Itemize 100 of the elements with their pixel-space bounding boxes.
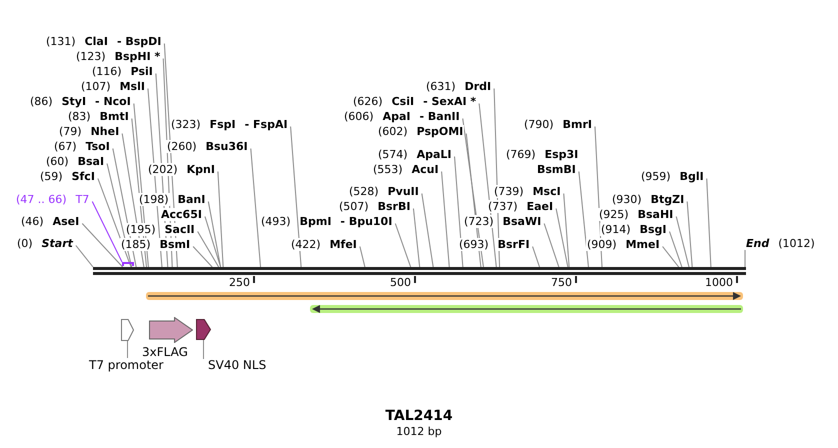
position-label: (914) [600,223,632,236]
position-label: (602) [377,125,409,138]
position-label: (59) [39,170,64,183]
position-label: (790) [523,118,555,131]
leader-line [706,178,712,268]
position-label: (507) [338,200,370,213]
leader-line [127,340,128,360]
enzyme-name: ApaI [382,110,412,123]
position-label: (86) [29,95,54,108]
enzyme-name: BsrFI [496,238,531,251]
leader-line [563,193,570,268]
enzyme-name: - FspAI [244,118,289,131]
tick-label: 1000 [705,276,733,290]
position-label: (185) [120,238,152,251]
position-label: (739) [493,185,525,198]
position-label: (323) [170,118,202,131]
position-label: (606) [343,110,375,123]
leader-line [106,163,132,268]
position-label: (195) [125,223,157,236]
enzyme-name: - NcoI [94,95,132,108]
map-end-label: Start [40,237,74,250]
position-label: (626) [352,95,384,108]
leader-line [676,216,690,268]
leader-line [82,223,124,268]
enzyme-name: AseI [52,215,80,228]
enzyme-name: BmtI [98,110,130,123]
primer-label: (47 .. 66) [15,193,68,206]
feature-label: 3xFLAG [142,345,188,359]
position-label: (737) [487,200,519,213]
enzyme-name: - Bpu10I [339,215,394,228]
enzyme-name: SfcI [70,170,96,183]
position-label: (83) [67,110,92,123]
enzyme-name: Bsu36I [204,140,249,153]
leader-line [669,231,682,268]
position-label: (553) [372,163,404,176]
tick-label: 500 [390,276,411,290]
leader-line [250,148,262,268]
feature-label: T7 promoter [88,358,164,372]
enzyme-name: DrdI [464,80,492,93]
position-label: (422) [290,238,322,251]
enzyme-name: BglI [678,170,705,183]
tick-label: 750 [551,276,572,290]
position-label: (631) [425,80,457,93]
leader-line [556,208,568,268]
leader-line [197,231,220,268]
enzyme-name: FspI [208,118,237,131]
enzyme-name: BsaHI [636,208,674,221]
enzyme-name: BsmI [158,238,192,251]
leader-line [290,126,302,268]
primer-label: T7 [74,193,90,206]
enzyme-name: BmrI [562,118,593,131]
primer-bar [122,262,134,266]
position-label: (769) [505,148,537,161]
position-label: (260) [166,140,198,153]
leader-line [662,246,680,268]
leader-line [394,223,412,268]
position-label: (202) [147,163,179,176]
position-label: (60) [45,155,70,168]
enzyme-name: BtgZI [650,193,686,206]
position-label: (528) [348,185,380,198]
enzyme-name: MfeI [328,238,358,251]
leader-line [204,216,222,268]
position-label: (46) [20,215,45,228]
enzyme-name: BsrBI [376,200,412,213]
position-label: (107) [80,80,112,93]
position-label: (959) [640,170,672,183]
leader-line [744,250,746,268]
leader-line [421,193,434,268]
position-label: (131) [45,35,77,48]
enzyme-name: CsiI [390,95,416,108]
leader-line [578,171,589,268]
position-label: (79) [58,125,83,138]
position-label: (116) [91,65,123,78]
position-label: (930) [611,193,643,206]
position-label: (1012) [777,237,816,250]
enzyme-name: BsmBI [536,163,577,176]
position-label: (0) [16,237,34,250]
enzyme-name: BsaWI [502,215,542,228]
position-label: (493) [260,215,292,228]
position-label: (198) [138,193,170,206]
leader-line [532,246,540,268]
enzyme-name: MslI [118,80,146,93]
enzyme-name: BsaI [76,155,106,168]
enzyme-name: Esp3I [544,148,580,161]
enzyme-name: StyI [60,95,88,108]
leader-line [203,340,204,360]
enzyme-name: BspHI * [114,50,162,63]
feature-label: SV40 NLS [207,358,268,372]
enzyme-name: PvuII [386,185,420,198]
leader-line [441,171,450,268]
leader-line [75,245,94,268]
tick-label: 250 [229,276,250,290]
enzyme-name: PspOMI [416,125,464,138]
leader-line [454,156,464,268]
enzyme-name: AcuI [410,163,440,176]
enzyme-name: BpmI [298,215,332,228]
leader-line [412,208,420,268]
leader-line [217,171,224,268]
enzyme-name: BanI [176,193,206,206]
position-label: (925) [598,208,630,221]
